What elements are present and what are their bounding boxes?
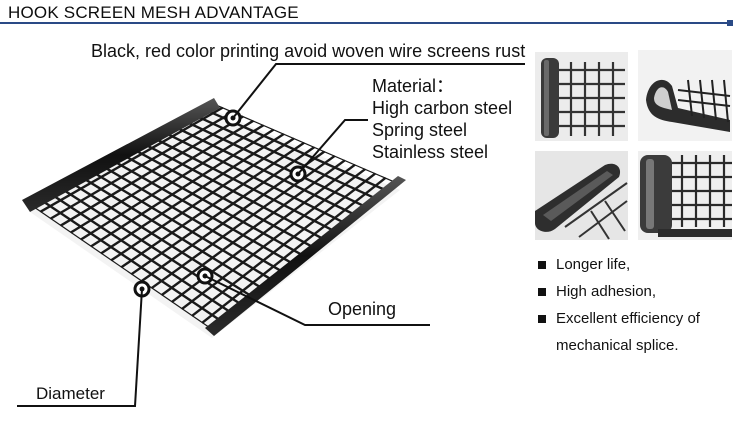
- diameter-callout: Diameter: [36, 384, 105, 403]
- page-title: HOOK SCREEN MESH ADVANTAGE: [8, 3, 299, 22]
- title-underline-end: [727, 20, 733, 26]
- mesh-wire: [191, 172, 377, 318]
- advantage-item: High adhesion,: [538, 283, 700, 301]
- hook-closeup-photo: [638, 151, 732, 240]
- title-underline: [0, 22, 731, 24]
- hook-edge-right: [205, 176, 406, 336]
- advantage-text: Longer life,: [556, 256, 631, 273]
- advantages-list: Longer life, High adhesion, Excellent ef…: [538, 256, 700, 364]
- advantage-text: Excellent efficiency of: [556, 310, 700, 327]
- material-item: Spring steel: [372, 120, 468, 140]
- advantage-item: Longer life,: [538, 256, 700, 274]
- hook-edge-photo: [535, 52, 628, 141]
- advantage-text: High adhesion,: [556, 283, 657, 300]
- square-bullet-icon: [538, 288, 546, 296]
- advantage-text-continuation: mechanical splice.: [556, 337, 679, 354]
- material-item: Stainless steel: [372, 142, 489, 162]
- material-title: Material：: [372, 76, 455, 96]
- opening-callout: Opening: [328, 299, 397, 319]
- mesh-wire: [201, 176, 387, 324]
- mesh-wire: [180, 167, 367, 311]
- printing-callout: Black, red color printing avoid woven wi…: [91, 41, 526, 61]
- hook-edge-left: [22, 98, 220, 212]
- square-bullet-icon: [538, 315, 546, 323]
- hook-profile-photo: [638, 50, 732, 141]
- mesh-wire: [192, 113, 377, 200]
- material-item: High carbon steel: [372, 98, 513, 118]
- square-bullet-icon: [538, 261, 546, 269]
- hook-bend-photo: [535, 151, 628, 240]
- advantage-item: Excellent efficiency of mechanical splic…: [538, 310, 700, 355]
